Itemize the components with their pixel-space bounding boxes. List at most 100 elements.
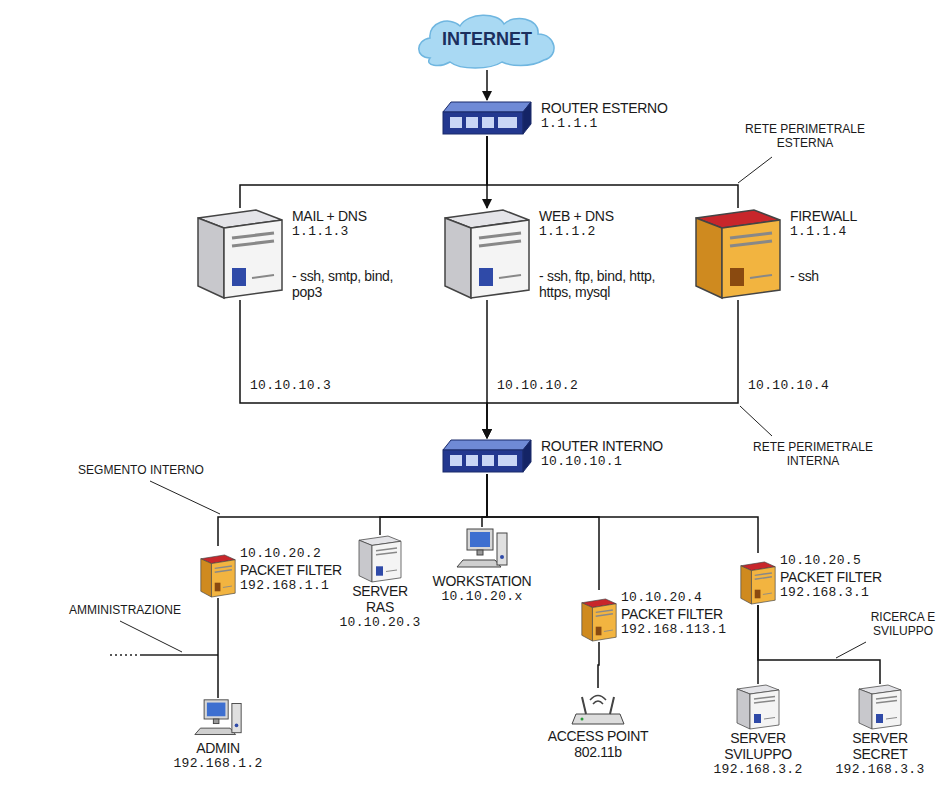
server-node: SERVER SECRET192.168.3.3: [825, 684, 935, 778]
interface-address: 10.10.10.3: [250, 378, 331, 394]
node-title: ROUTER INTERNO: [541, 438, 663, 454]
text-column: ROUTER ESTERNO1.1.1.1: [541, 100, 667, 132]
ws-icon: [455, 527, 509, 573]
ip-address: 10.10.20.x: [441, 589, 522, 605]
ip-address: 1.1.1.4: [790, 224, 857, 240]
leader-line: [836, 642, 866, 658]
packet-filter-node: 10.10.20.5PACKET FILTER192.168.3.1: [740, 553, 882, 605]
ip-address: 10.10.20.2: [240, 546, 342, 562]
network-link: [758, 605, 880, 684]
ip-address: 1.1.1.2: [539, 224, 679, 240]
node-title: SERVER SVILUPPO: [713, 730, 803, 762]
ip-address: 192.168.1.2: [173, 756, 262, 772]
server-node: WEB + DNS1.1.1.2 - ssh, ftp, bind, http, …: [443, 208, 679, 300]
server-node: SERVER RAS10.10.20.3: [330, 535, 430, 631]
text-column: ROUTER INTERNO10.10.10.1: [541, 438, 663, 470]
access-point-node: ACCESS POINT 802.11b: [538, 688, 658, 760]
ip-address: 192.168.113.1: [621, 622, 726, 638]
leader-line: [738, 157, 772, 183]
node-title: PACKET FILTER: [780, 569, 882, 585]
network-link: [487, 136, 738, 208]
network-link: [487, 474, 758, 553]
service-list: - ssh, ftp, bind, http, https, mysql: [539, 268, 679, 300]
node-title: SERVER RAS: [348, 583, 412, 615]
ip-address: 10.10.10.1: [541, 454, 663, 470]
node-title: ROUTER ESTERNO: [541, 100, 667, 116]
server-icon: [736, 684, 780, 730]
pf-icon: [740, 561, 776, 605]
text-column: MAIL + DNS1.1.1.3 - ssh, smtp, bind, pop3: [292, 208, 422, 300]
network-link: [240, 300, 487, 438]
server-icon: [443, 208, 531, 300]
node-title: FIREWALL: [790, 208, 857, 224]
router-node: ROUTER INTERNO10.10.10.1: [441, 438, 663, 474]
firewall-icon: [694, 208, 782, 300]
leader-line: [150, 481, 220, 514]
network-link: [487, 474, 599, 590]
service-list: - ssh, smtp, bind, pop3: [292, 268, 422, 300]
workstation-node: WORKSTATION10.10.20.x: [427, 527, 537, 605]
ap-icon: [568, 688, 628, 728]
network-segment-continuation: [110, 654, 137, 656]
text-column: 10.10.20.2PACKET FILTER192.168.1.1: [240, 546, 342, 594]
server-icon: [196, 208, 284, 300]
workstation-node: ADMIN192.168.1.2: [163, 698, 273, 772]
text-column: WEB + DNS1.1.1.2 - ssh, ftp, bind, http, …: [539, 208, 679, 300]
pf-icon: [581, 598, 617, 642]
ip-address: 10.10.20.5: [780, 553, 882, 569]
network-label: RETE PERIMETRALE ESTERNA: [740, 122, 870, 150]
node-title: SERVER SECRET: [835, 730, 925, 762]
text-column: 10.10.20.5PACKET FILTER192.168.3.1: [780, 553, 882, 601]
ip-address: 1.1.1.1: [541, 116, 667, 132]
network-link: [217, 598, 219, 698]
packet-filter-node: 10.10.20.4PACKET FILTER192.168.113.1: [581, 590, 726, 642]
ip-address: 192.168.3.2: [713, 762, 802, 778]
router-icon: [441, 438, 533, 474]
service-list: - ssh: [790, 268, 857, 284]
node-title: INTERNET: [442, 29, 532, 50]
network-link: [380, 474, 487, 535]
network-link: [487, 300, 738, 438]
text-column: FIREWALL1.1.1.4 - ssh: [790, 208, 857, 284]
node-title: ADMIN: [196, 740, 240, 756]
ip-address: 192.168.3.3: [835, 762, 924, 778]
pf-icon: [200, 554, 236, 598]
interface-address: 10.10.10.4: [748, 378, 829, 394]
ws-icon: [193, 698, 243, 740]
network-label: SEGMENTO INTERNO: [66, 463, 216, 477]
network-link: [486, 70, 488, 100]
leader-line: [740, 406, 772, 436]
node-title: PACKET FILTER: [240, 562, 342, 578]
text-column: 10.10.20.4PACKET FILTER192.168.113.1: [621, 590, 726, 638]
ip-address: 192.168.1.1: [240, 578, 342, 594]
node-title: WEB + DNS: [539, 208, 679, 224]
ip-address: 192.168.3.1: [780, 585, 882, 601]
server-icon: [858, 684, 902, 730]
firewall-node: FIREWALL1.1.1.4 - ssh: [694, 208, 857, 300]
server-node: MAIL + DNS1.1.1.3 - ssh, smtp, bind, pop3: [196, 208, 422, 300]
router-node: ROUTER ESTERNO1.1.1.1: [441, 100, 667, 136]
cloud-label-box: INTERNET: [410, 8, 564, 70]
node-title: WORKSTATION: [433, 573, 532, 589]
network-link: [218, 474, 487, 546]
network-link: [598, 642, 599, 688]
ip-address: 1.1.1.3: [292, 224, 422, 240]
network-label: RETE PERIMETRALE INTERNA: [748, 440, 878, 468]
router-icon: [441, 100, 533, 136]
network-label: RICERCA E SVILUPPO: [862, 610, 944, 638]
node-title: PACKET FILTER: [621, 606, 726, 622]
leader-line: [120, 621, 182, 652]
server-node: SERVER SVILUPPO192.168.3.2: [703, 684, 813, 778]
node-title: MAIL + DNS: [292, 208, 422, 224]
interface-address: 10.10.10.2: [497, 378, 578, 394]
ip-address: 10.10.20.4: [621, 590, 726, 606]
network-label: AMMINISTRAZIONE: [60, 603, 190, 617]
cloud-node: INTERNET: [410, 8, 564, 70]
packet-filter-node: 10.10.20.2PACKET FILTER192.168.1.1: [200, 546, 342, 598]
network-segment: [140, 654, 218, 656]
server-icon: [358, 535, 402, 583]
network-link: [240, 136, 487, 208]
node-title: ACCESS POINT 802.11b: [546, 728, 650, 760]
ip-address: 10.10.20.3: [339, 615, 420, 631]
